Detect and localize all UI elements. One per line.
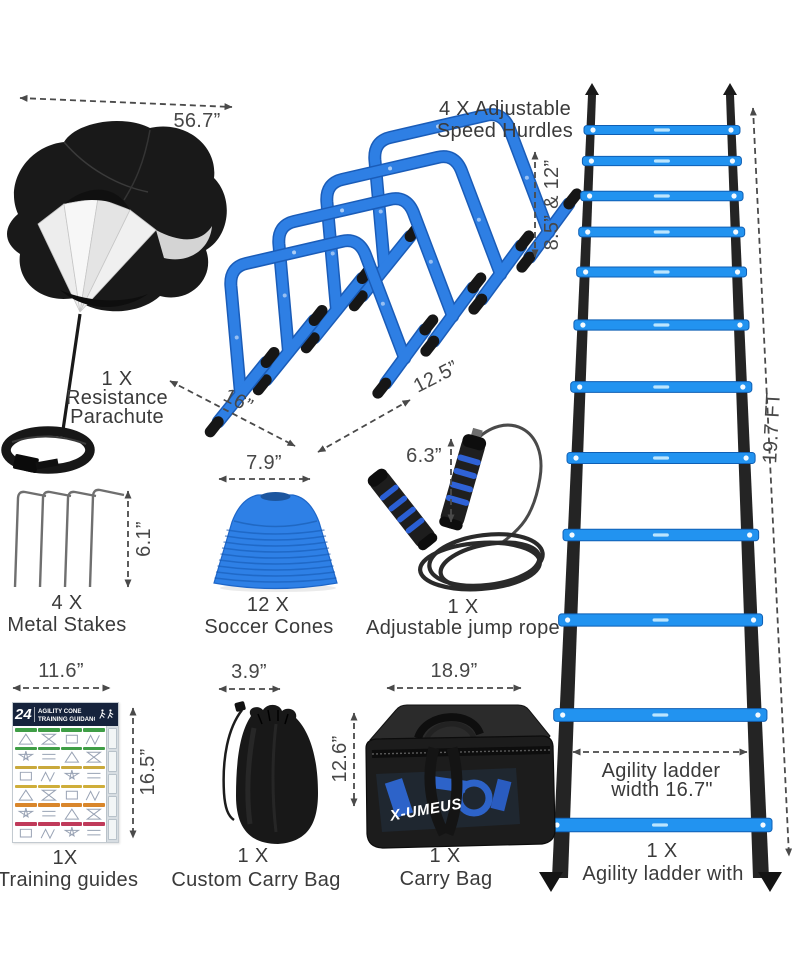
guide-cell xyxy=(60,784,83,803)
rope-coil xyxy=(418,532,545,592)
carry-bag-illustration xyxy=(365,704,556,849)
rope-handle-right xyxy=(439,427,487,531)
poster-sidebar xyxy=(106,726,118,842)
poster-title: AGILITY CONE TRAINING GUIDANCE. xyxy=(38,708,95,723)
poster-title-line2: TRAINING GUIDANCE. xyxy=(38,715,95,722)
parachute-name-line2: Parachute xyxy=(70,406,164,428)
dim-custom-bag-width: 3.9” xyxy=(231,661,267,683)
guide-cell xyxy=(83,803,105,821)
dim-cone-width: 7.9” xyxy=(246,452,282,474)
guide-cell xyxy=(83,822,105,840)
guide-cell xyxy=(15,822,37,840)
resistance-parachute-illustration xyxy=(1,120,227,474)
poster-big-number: 24 xyxy=(15,707,35,722)
hurdles-title-line1: 4 X Adjustable xyxy=(438,98,572,120)
ladder-name: Agility ladder with xyxy=(582,863,744,885)
ladder-top-anchor-left xyxy=(585,83,599,95)
custom-carry-bag-illustration xyxy=(222,701,318,844)
guide-cell xyxy=(83,728,105,746)
guide-cell xyxy=(83,746,105,765)
guide-cell xyxy=(37,803,60,821)
arrow-ladder-length xyxy=(749,107,793,857)
guide-cell xyxy=(83,765,105,784)
carry-bag-name: Carry Bag xyxy=(399,868,493,890)
dim-ladder-length: 19.7 FT xyxy=(759,391,785,465)
bag-handle xyxy=(414,713,484,740)
ladder-top-anchor-right xyxy=(723,83,737,95)
poster-title-line1: AGILITY CONE xyxy=(38,708,81,715)
guide-cell xyxy=(15,784,37,803)
parachute-cord xyxy=(61,313,82,431)
poster-body xyxy=(13,726,118,842)
ladder-strap-left xyxy=(552,95,596,878)
cones-name: Soccer Cones xyxy=(204,616,334,638)
parachute-count: 1 X xyxy=(101,368,133,390)
arrow-hurdle-depth xyxy=(317,399,411,453)
dim-carry-bag-width: 18.9” xyxy=(430,660,478,682)
poster-header: 24 AGILITY CONE TRAINING GUIDANCE. xyxy=(13,703,118,726)
guide-cell xyxy=(60,822,83,840)
dim-hurdle-height: 8.5” & 12” xyxy=(541,159,563,251)
cones-count: 12 X xyxy=(246,594,290,616)
soccer-cones-illustration xyxy=(213,492,338,592)
ladder-strap-right xyxy=(726,95,769,878)
stakes-count: 4 X xyxy=(51,592,83,614)
guides-name: Training guides xyxy=(0,869,139,891)
guide-cell xyxy=(60,746,83,765)
speed-hurdles-illustration xyxy=(175,97,590,431)
guide-cell xyxy=(60,765,83,784)
dim-carry-bag-height: 12.6” xyxy=(329,735,351,783)
runner-icons xyxy=(99,709,114,719)
dim-rope-handle: 6.3” xyxy=(406,445,442,467)
custom-bag-name: Custom Carry Bag xyxy=(171,869,341,891)
dim-guide-height: 16.5” xyxy=(137,748,159,796)
arrow-canopy-width xyxy=(19,94,233,111)
ladder-count: 1 X xyxy=(646,840,678,862)
metal-stakes-illustration xyxy=(13,488,125,588)
rope-cable xyxy=(472,423,543,546)
dim-guide-width: 11.6” xyxy=(38,660,84,682)
rope-handle-left xyxy=(367,468,438,551)
guide-cell xyxy=(37,746,60,765)
stakes-name: Metal Stakes xyxy=(7,614,127,636)
custom-bag-count: 1 X xyxy=(237,845,269,867)
guide-cell xyxy=(83,784,105,803)
dimension-arrows xyxy=(12,94,793,857)
ladder-bottom-anchor-left xyxy=(539,872,563,892)
guide-cell xyxy=(60,803,83,821)
guides-count: 1X xyxy=(52,847,78,869)
ladder-rungs xyxy=(547,125,773,833)
guide-cell xyxy=(15,765,37,784)
guide-cell xyxy=(37,728,60,746)
hurdles-title-line2: Speed Hurdles xyxy=(436,120,574,142)
guide-cell xyxy=(37,822,60,840)
jump-rope-illustration xyxy=(367,423,545,592)
guide-cell xyxy=(15,728,37,746)
guide-cell xyxy=(15,746,37,765)
guide-cell xyxy=(37,765,60,784)
waist-belt xyxy=(1,426,95,474)
ladder-bottom-anchor-right xyxy=(758,872,782,892)
guide-cell xyxy=(60,728,83,746)
carry-bag-count: 1 X xyxy=(429,845,461,867)
rope-count: 1 X xyxy=(447,596,479,618)
poster-grid xyxy=(13,726,106,842)
drawstring-cord xyxy=(222,709,243,822)
parachute-name-line1: Resistance xyxy=(66,387,168,409)
ladder-width-line1: Agility ladder xyxy=(601,760,721,782)
guide-cell xyxy=(15,803,37,821)
arrow-hurdle-width xyxy=(169,380,296,447)
dim-canopy-width: 56.7” xyxy=(173,110,221,132)
guide-cell xyxy=(37,784,60,803)
training-guide-poster: 24 AGILITY CONE TRAINING GUIDANCE. xyxy=(12,702,119,843)
ladder-width-line2: width 16.7" xyxy=(611,779,713,801)
rope-name: Adjustable jump rope xyxy=(366,617,560,639)
dim-stake-height: 6.1” xyxy=(133,521,155,557)
